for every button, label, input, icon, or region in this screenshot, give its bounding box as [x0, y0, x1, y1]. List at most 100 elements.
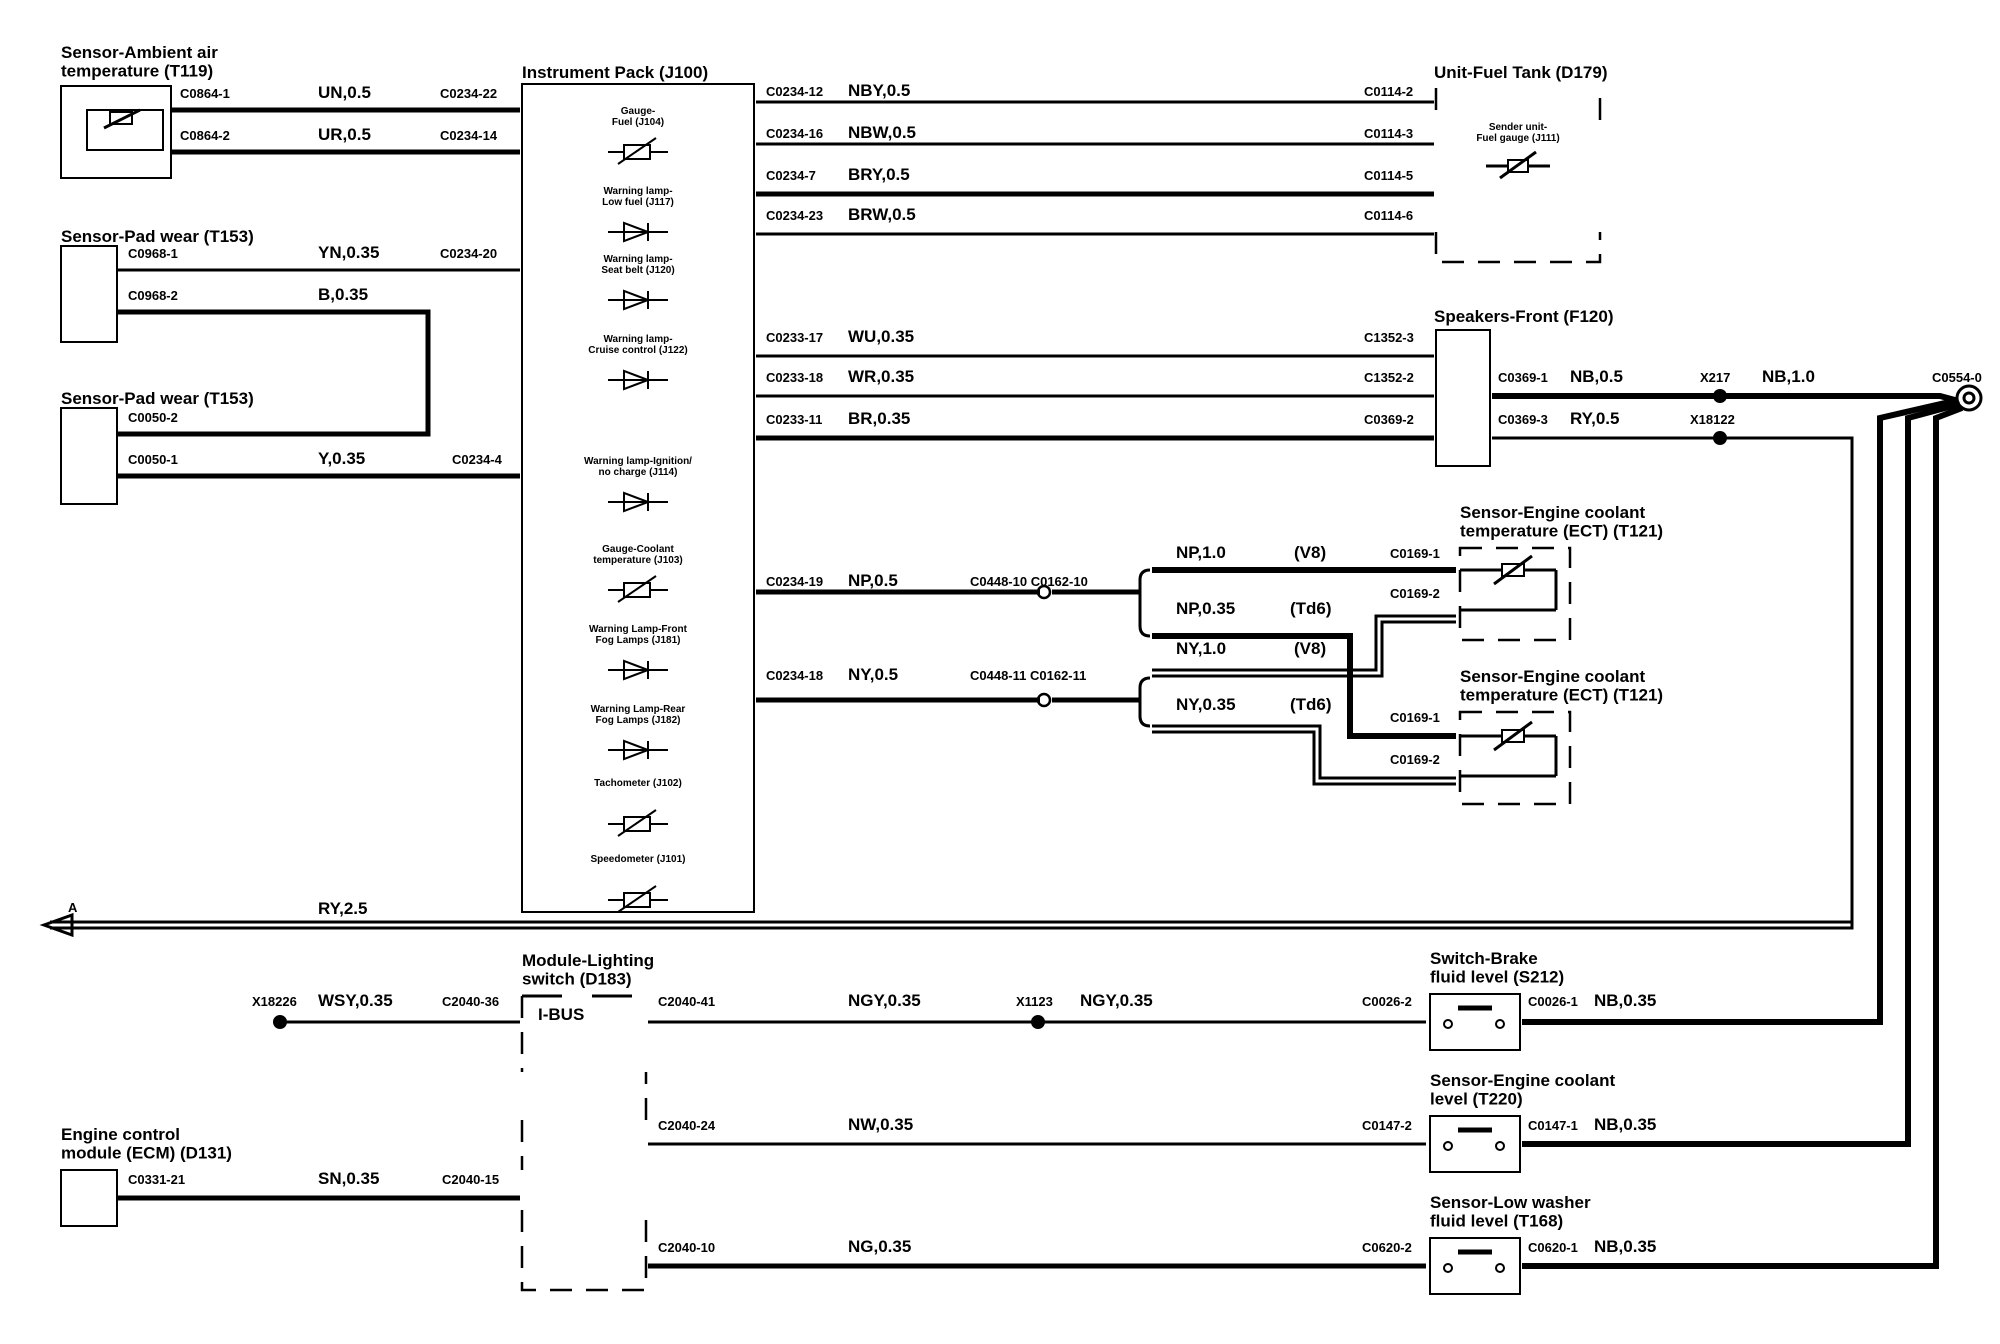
instrument-item-label: Warning lamp-Seat belt (J120) [601, 254, 674, 276]
connector-label: C0114-3 [1364, 126, 1413, 141]
brake-switch-terminal-icon [1443, 1019, 1453, 1029]
warning-lamp-icon [608, 289, 668, 311]
sender-fuel-label: Sender unit-Fuel gauge (J111) [1476, 122, 1559, 144]
instrument-item-label: Tachometer (J102) [594, 778, 682, 789]
instrument-item-label: Speedometer (J101) [590, 854, 685, 865]
coolant-level-terminal-icon [1443, 1141, 1453, 1151]
ambient-sensor-inner-loop [86, 109, 164, 151]
connector-label: C0554-0 [1932, 370, 1982, 385]
connector-label: C0233-11 [766, 412, 822, 427]
pad-wear-2-title: Sensor-Pad wear (T153) [61, 389, 254, 408]
connector-label: C0234-12 [766, 84, 823, 99]
gauge-icon [608, 575, 668, 603]
wire-label: NP,0.5 [848, 571, 898, 590]
ecm-box [60, 1169, 118, 1227]
wire-label: WU,0.35 [848, 327, 914, 346]
connector-label: C1352-2 [1364, 370, 1414, 385]
connector-label: C2040-10 [658, 1240, 715, 1255]
wire-label: NB,0.35 [1594, 1115, 1656, 1134]
instrument-item-label: Warning lamp-Low fuel (J117) [602, 186, 674, 208]
connector-label: C0369-2 [1364, 412, 1414, 427]
gauge-icon [608, 885, 668, 913]
pad-wear-1-title: Sensor-Pad wear (T153) [61, 227, 254, 246]
connector-label: C0331-21 [128, 1172, 185, 1187]
instrument-item-label: Warning lamp-Ignition/no charge (J114) [584, 456, 692, 478]
connector-label: C0169-2 [1390, 752, 1440, 767]
connector-label: X18122 [1690, 412, 1735, 427]
wire-label: WSY,0.35 [318, 991, 393, 1010]
warning-lamp-icon [608, 739, 668, 761]
wire-label: NG,0.35 [848, 1237, 911, 1256]
connector-label: C0114-6 [1364, 208, 1413, 223]
wire-label: NB,0.5 [1570, 367, 1623, 386]
connector-label: C0864-1 [180, 86, 230, 101]
connector-label: C0234-18 [766, 668, 823, 683]
wire-b035 [117, 309, 431, 437]
wire-nb035-brake [1522, 397, 1959, 1025]
instrument-item-label: Gauge-Fuel (J104) [612, 106, 664, 128]
connector-label: C0620-1 [1528, 1240, 1578, 1255]
ambient-sensor-box [60, 85, 172, 179]
wire-label: RY,2.5 [318, 899, 367, 918]
wire-label: NY,0.5 [848, 665, 898, 684]
instrument-item-label: Warning lamp-Cruise control (J122) [588, 334, 687, 356]
connector-label: C0026-2 [1362, 994, 1412, 1009]
wire-label: NBW,0.5 [848, 123, 916, 142]
connector-label: C0234-7 [766, 168, 816, 183]
connector-c0448-11-icon [1036, 692, 1052, 708]
np-branch-brace [1138, 568, 1151, 638]
connector-label: C0233-18 [766, 370, 823, 385]
connector-label: C0169-1 [1390, 546, 1440, 561]
connector-label: C0050-1 [128, 452, 178, 467]
connector-label: C0147-1 [1528, 1118, 1578, 1133]
lighting-switch-dashed-outline [520, 996, 648, 1292]
connector-label: C0234-19 [766, 574, 823, 589]
splice-x18226 [273, 1015, 287, 1029]
wire-nb035-washer [1522, 405, 1964, 1269]
ambient-sensor-resistor-icon [109, 111, 133, 125]
connector-label: C0448-11 C0162-11 [970, 668, 1086, 683]
ect-1-icon [1460, 554, 1558, 612]
wire-label: BRW,0.5 [848, 205, 916, 224]
wire-label: NB,1.0 [1762, 367, 1815, 386]
connector-label: A [68, 900, 78, 915]
arrow-a-icon [39, 912, 74, 938]
wire-label: UN,0.5 [318, 83, 371, 102]
pad-wear-sensor-2-box [60, 407, 118, 505]
connector-label: C0369-3 [1498, 412, 1548, 427]
wire-label: NBY,0.5 [848, 81, 910, 100]
wire-label: RY,0.5 [1570, 409, 1619, 428]
wire-label: NGY,0.35 [1080, 991, 1153, 1010]
brake-switch-terminal-icon [1495, 1019, 1505, 1029]
wire-label: NP,0.35 [1176, 599, 1235, 618]
warning-lamp-icon [608, 369, 668, 391]
splice-x217 [1713, 389, 1727, 403]
wire-ny035-a [1152, 724, 1456, 780]
connector-label: C0233-17 [766, 330, 823, 345]
instrument-pack-title: Instrument Pack (J100) [522, 63, 708, 82]
wire-label: NP,1.0 [1176, 543, 1226, 562]
wire-ny10-b [1152, 620, 1456, 678]
connector-label: C2040-41 [658, 994, 715, 1009]
wire-ny10-a [1152, 614, 1456, 672]
washer-level-terminal-icon [1495, 1263, 1505, 1273]
wire-label: NY,1.0 [1176, 639, 1226, 658]
connector-label: X18226 [252, 994, 297, 1009]
connector-label: C0369-1 [1498, 370, 1548, 385]
wire-label: (Td6) [1290, 695, 1332, 714]
wire-nb05-nb10 [1492, 393, 1956, 403]
wire-label: NW,0.35 [848, 1115, 913, 1134]
warning-lamp-icon [608, 491, 668, 513]
brake-switch-box [1429, 993, 1521, 1051]
connector-label: C0234-14 [440, 128, 498, 143]
wire-label: YN,0.35 [318, 243, 379, 262]
pad-wear-sensor-1-box [60, 245, 118, 343]
